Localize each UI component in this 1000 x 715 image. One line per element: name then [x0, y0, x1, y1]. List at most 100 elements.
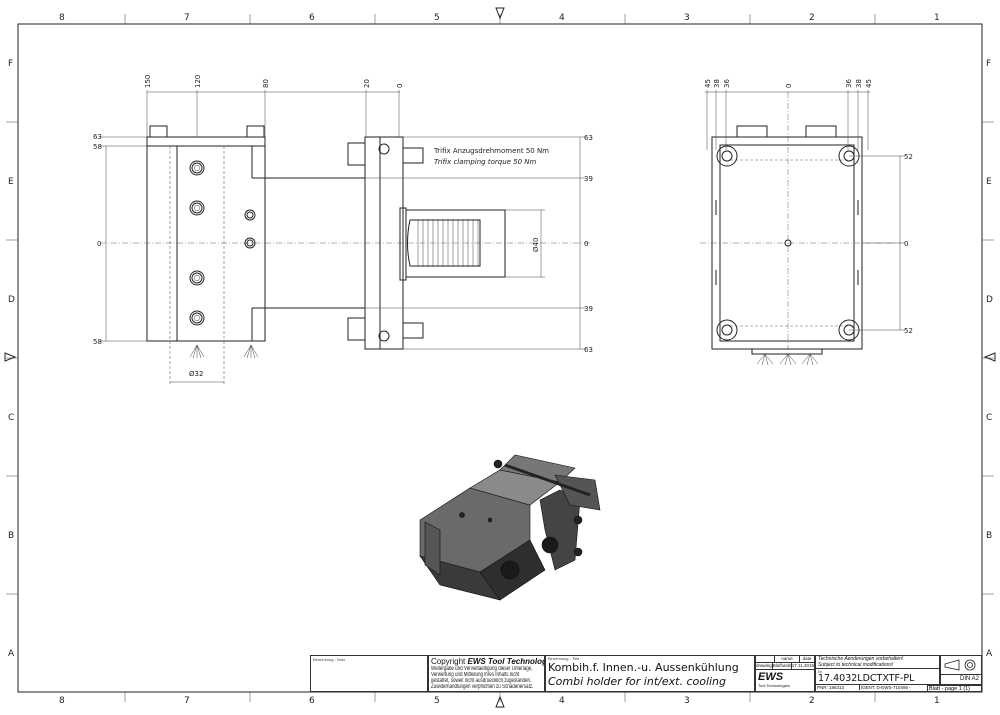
port-plug-icon [246, 239, 254, 247]
change-note-de: Technische Aenderungen vorbehalten! [818, 656, 904, 662]
column-marker-top: 4 [559, 13, 565, 23]
row-marker-left: F [8, 59, 13, 69]
drawing-date: 17.11.2015 [790, 663, 814, 669]
side-dim-36-right: 36 [845, 79, 853, 88]
column-marker-bottom: 1 [934, 696, 940, 706]
title-de: Kombih.f. Innen.-u. Aussenkühlung [548, 661, 739, 674]
row-marker-right: B [986, 531, 992, 541]
socket-screw-icon [191, 312, 203, 324]
column-marker-top: 2 [809, 13, 815, 23]
row-marker-right: D [986, 295, 993, 305]
column-marker-bottom: 3 [684, 696, 690, 706]
center-mark-right [983, 352, 996, 362]
name-header: name [774, 656, 799, 662]
column-marker-bottom: 5 [434, 696, 440, 706]
socket-screw-icon [189, 200, 205, 216]
title-label: Benennung - Title [548, 656, 580, 661]
side-dim-0: 0 [785, 84, 793, 88]
pnr: PNR: 186313 [817, 685, 845, 690]
format-box: DIN A2 [940, 655, 982, 685]
column-marker-bottom: 2 [809, 696, 815, 706]
socket-screw-icon [189, 270, 205, 286]
dim-top-80: 80 [262, 79, 270, 88]
copyright-line: Zuwiderhandlungen verpflichten zu Schade… [431, 684, 534, 690]
dim-left-63: 63 [93, 133, 102, 141]
row-marker-right: E [986, 177, 992, 187]
projection-symbol-icon [944, 659, 976, 671]
center-mark-top [495, 7, 505, 20]
dim-left-58: 58 [93, 143, 102, 151]
ident: IDENT: D-EWS-710496 - [859, 685, 939, 690]
part-number: 17.4032LDCTXTF-PL [816, 674, 939, 685]
dim-right-63: 63 [584, 134, 593, 142]
copyright-line: Weitergabe und Vervielfaeltigung dieser … [431, 666, 533, 672]
socket-screw-icon [189, 160, 205, 176]
column-marker-top: 3 [684, 13, 690, 23]
side-dim-52-top: 52 [904, 153, 913, 161]
torque-note-de: Trifix Anzugsdrehmoment 50 Nm [433, 147, 549, 155]
socket-screw-icon [189, 310, 205, 326]
column-marker-bottom: 8 [59, 696, 65, 706]
side-dim-0-right: 0 [904, 240, 908, 248]
column-marker-bottom: 7 [184, 696, 190, 706]
port-plug-icon [244, 237, 256, 249]
socket-screw-icon [191, 162, 203, 174]
part-no-label: Nr [818, 669, 823, 674]
side-dim-45-left: 45 [704, 79, 712, 88]
dim-left-0: 0 [97, 240, 101, 248]
company-logo: EWS Tool Technologies [758, 671, 790, 689]
dim-right-0: 0 [584, 240, 588, 248]
remark-box: Bemerkung - Note [310, 655, 428, 692]
row-marker-left: B [8, 531, 14, 541]
copyright-box: Copyright EWS Tool Technologies Weiterga… [428, 655, 545, 692]
dim-top-120: 120 [194, 75, 202, 88]
side-dim-36-left: 36 [723, 79, 731, 88]
column-marker-bottom: 6 [309, 696, 315, 706]
center-mark-bottom [495, 695, 505, 708]
row-marker-left: A [8, 649, 15, 659]
side-view [700, 90, 905, 366]
paper-format: DIN A2 [941, 674, 981, 683]
side-dim-38-left: 38 [713, 79, 721, 88]
bore-diameter-dim: Ø32 [189, 370, 203, 378]
dim-top-0: 0 [396, 84, 404, 88]
shank-diameter-dim: Ø40 [532, 238, 540, 252]
title-box: Benennung - Title Kombih.f. Innen.-u. Au… [545, 655, 755, 692]
isometric-view [419, 454, 601, 601]
dim-right-39: 39 [584, 175, 593, 183]
column-marker-bottom: 4 [559, 696, 565, 706]
port-plug-icon [244, 209, 256, 221]
column-marker-top: 1 [934, 13, 940, 23]
side-dim-45-right: 45 [865, 79, 873, 88]
row-marker-right: A [986, 649, 993, 659]
drawing-info-box: name date drawing Blufhardt 17.11.2015 E… [755, 655, 815, 692]
row-marker-left: C [8, 413, 14, 423]
column-marker-top: 6 [309, 13, 315, 23]
row-marker-right: F [986, 59, 991, 69]
dim-right-63b: 63 [584, 346, 593, 354]
front-view [100, 90, 590, 385]
row-marker-right: C [986, 413, 992, 423]
copyright-line: Verwertung und Mitteilung ihres Inhalts … [431, 672, 520, 678]
dim-top-20: 20 [363, 79, 371, 88]
dim-left-58b: 58 [93, 338, 102, 346]
torque-note-en: Trifix clamping torque 50 Nm [434, 158, 537, 166]
remark-label: Bemerkung - Note [313, 657, 346, 662]
column-marker-top: 5 [434, 13, 440, 23]
title-en: Combi holder for int/ext. cooling [548, 675, 727, 688]
part-info-box: Technische Aenderungen vorbehalten! Subj… [815, 655, 940, 692]
side-dim-52-bottom: 52 [904, 327, 913, 335]
row-marker-left: E [8, 177, 14, 187]
center-mark-left [4, 352, 17, 362]
socket-screw-icon [191, 272, 203, 284]
row-marker-left: D [8, 295, 15, 305]
port-plug-icon [246, 211, 254, 219]
copyright-brand: EWS Tool Technologies [467, 657, 544, 666]
column-marker-top: 8 [59, 13, 65, 23]
copyright-line: gestattet, soweit nicht ausdruecklich zu… [431, 678, 532, 684]
column-marker-top: 7 [184, 13, 190, 23]
date-header: date [799, 656, 814, 662]
dim-right-39b: 39 [584, 305, 593, 313]
